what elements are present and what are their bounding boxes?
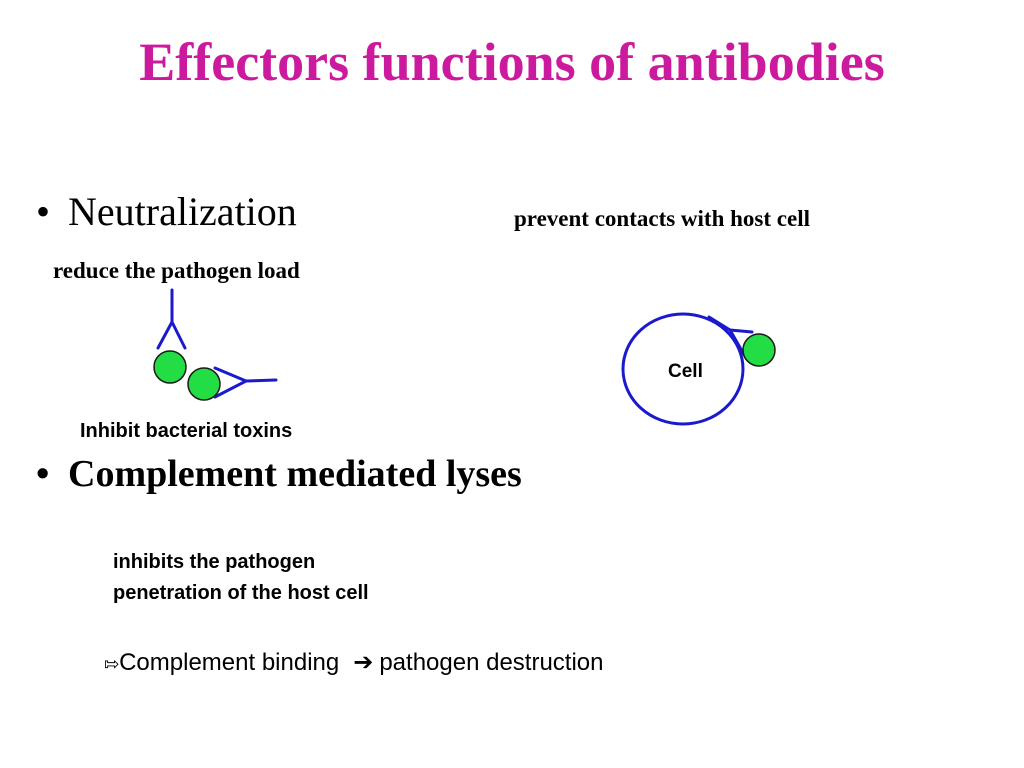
- bullet-complement-lyses: • Complement mediated lyses: [36, 452, 522, 496]
- note-penetration-line2: penetration of the host cell: [113, 582, 369, 604]
- note-penetration-line1: inhibits the pathogen: [113, 551, 316, 573]
- arrow-marker-icon: ⇰: [104, 654, 120, 675]
- note-prevent-contacts: prevent contacts with host cell: [514, 206, 810, 231]
- note-inhibit-toxins: Inhibit bacterial toxins: [80, 420, 293, 442]
- right-arrow-icon: ➔: [353, 648, 374, 676]
- pathogen-icon: [153, 350, 187, 384]
- pathogen-destruction-text: pathogen destruction: [379, 649, 604, 676]
- antibody-icon: [213, 366, 278, 399]
- host-cell-icon: [621, 312, 745, 426]
- slide-title: Effectors functions of antibodies: [139, 32, 885, 92]
- bullet-neutralization: • Neutralization: [36, 188, 297, 235]
- complement-binding-line: ⇰Complement binding ➔pathogen destruction: [104, 648, 604, 677]
- bullet-text: Neutralization: [68, 189, 297, 234]
- note-penetration: inhibits the pathogen penetration of the…: [113, 547, 369, 609]
- pathogen-icon: [742, 333, 776, 367]
- pathogen-icon: [187, 367, 221, 401]
- antibody-icon: [156, 288, 187, 350]
- bullet-marker: •: [36, 453, 50, 495]
- complement-binding-text: Complement binding: [119, 649, 340, 676]
- antibody-icon: [707, 315, 754, 360]
- note-reduce-load: reduce the pathogen load: [53, 258, 300, 283]
- cell-label: Cell: [668, 361, 703, 382]
- bullet-text: Complement mediated lyses: [68, 453, 522, 495]
- bullet-marker: •: [36, 189, 51, 234]
